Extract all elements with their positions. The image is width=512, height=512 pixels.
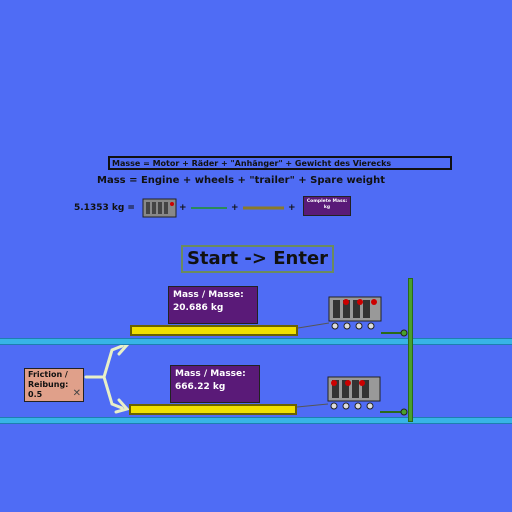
track-bottom — [0, 417, 512, 424]
complete-mass-unit: kg — [323, 205, 331, 210]
friction-arrows — [84, 340, 130, 414]
rope-top — [297, 322, 330, 329]
plus-2: + — [231, 203, 239, 213]
rope-bottom — [296, 403, 329, 408]
friction-control[interactable]: Friction / Reibung: 0.5 ✕ — [24, 368, 84, 402]
complete-mass-label: Complete Mass: — [306, 199, 348, 204]
mass-value-bottom: 666.22 kg — [175, 382, 226, 392]
engine-top — [328, 296, 382, 330]
resize-icon[interactable]: ✕ — [72, 388, 81, 399]
weight-block-top[interactable] — [130, 325, 298, 336]
engine-icon — [142, 198, 177, 218]
mass-value: 5.1353 kg = — [74, 203, 135, 213]
mass-title-top: Mass / Masse: — [173, 290, 244, 300]
plus-3: + — [288, 203, 296, 213]
formula-german: Masse = Motor + Räder + "Anhänger" + Gew… — [108, 156, 452, 170]
formula-english: Mass = Engine + wheels + "trailer" + Spa… — [97, 175, 385, 186]
friction-label-en: Friction / — [28, 370, 68, 379]
mass-label-top: Mass / Masse: 20.686 kg — [168, 286, 258, 324]
mass-title-bottom: Mass / Masse: — [175, 369, 246, 379]
friction-label-de: Reibung: — [28, 380, 69, 389]
mass-label-bottom: Mass / Masse: 666.22 kg — [170, 365, 260, 403]
complete-mass-box: Complete Mass: kg — [303, 196, 351, 216]
engine-bottom — [327, 376, 381, 410]
plus-1: + — [179, 203, 187, 213]
start-button[interactable]: Start -> Enter — [181, 245, 334, 273]
mass-value-top: 20.686 kg — [173, 303, 224, 313]
friction-value: 0.5 — [28, 390, 43, 399]
track-top — [0, 338, 512, 345]
finish-pole — [408, 278, 413, 422]
weight-block-bottom[interactable] — [129, 404, 297, 415]
